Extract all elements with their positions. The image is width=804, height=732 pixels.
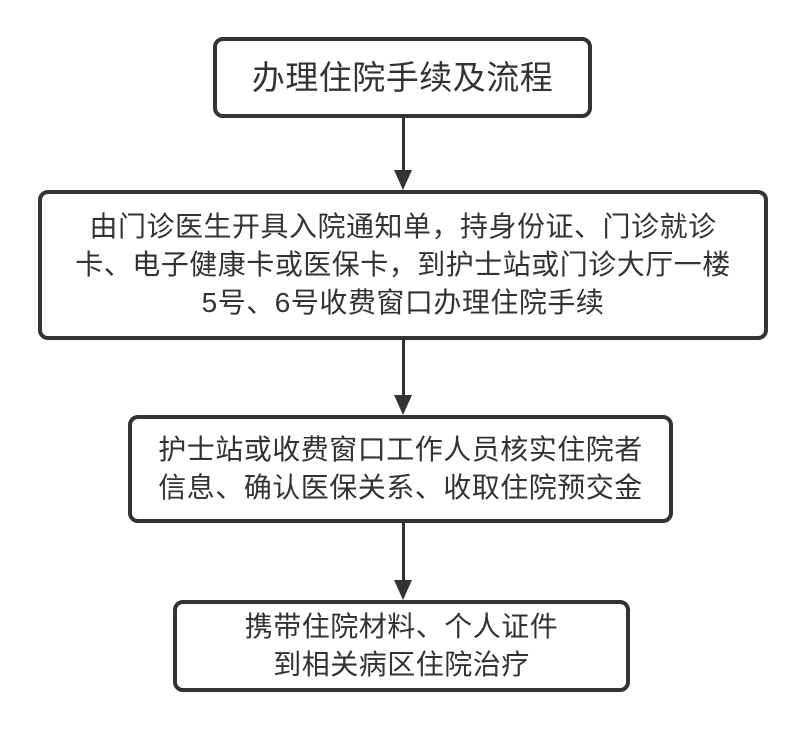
down-arrow-1-icon xyxy=(394,118,412,190)
flow-node-verification: 护士站或收费窗口工作人员核实住院者 信息、确认医保关系、收取住院预交金 xyxy=(128,415,673,523)
node-text-line: 到相关病区住院治疗 xyxy=(273,649,530,680)
arrow-head-icon xyxy=(394,580,412,600)
arrow-shaft xyxy=(401,118,405,170)
node-text-line: 护士站或收费窗口工作人员核实住院者 xyxy=(158,434,643,465)
arrow-shaft xyxy=(401,523,405,580)
node-text-line: 由门诊医生开具入院通知单，持身份证、门诊就诊 xyxy=(89,211,717,242)
arrow-head-icon xyxy=(394,170,412,190)
down-arrow-2-icon xyxy=(394,340,412,415)
node-text-line: 卡、电子健康卡或医保卡，到护士站或门诊大厅一楼 xyxy=(75,249,731,280)
flow-node-title: 办理住院手续及流程 xyxy=(213,37,592,118)
arrow-shaft xyxy=(401,340,405,395)
flow-node-registration: 由门诊医生开具入院通知单，持身份证、门诊就诊 卡、电子健康卡或医保卡，到护士站或… xyxy=(38,190,768,340)
node-text-line: 携带住院材料、个人证件 xyxy=(244,611,559,642)
arrow-head-icon xyxy=(394,395,412,415)
flow-node-go-to-ward: 携带住院材料、个人证件 到相关病区住院治疗 xyxy=(173,600,630,692)
down-arrow-3-icon xyxy=(394,523,412,600)
node-text-line: 信息、确认医保关系、收取住院预交金 xyxy=(158,472,643,503)
node-text-line: 5号、6号收费窗口办理住院手续 xyxy=(201,287,605,318)
node-title-text: 办理住院手续及流程 xyxy=(251,58,554,96)
